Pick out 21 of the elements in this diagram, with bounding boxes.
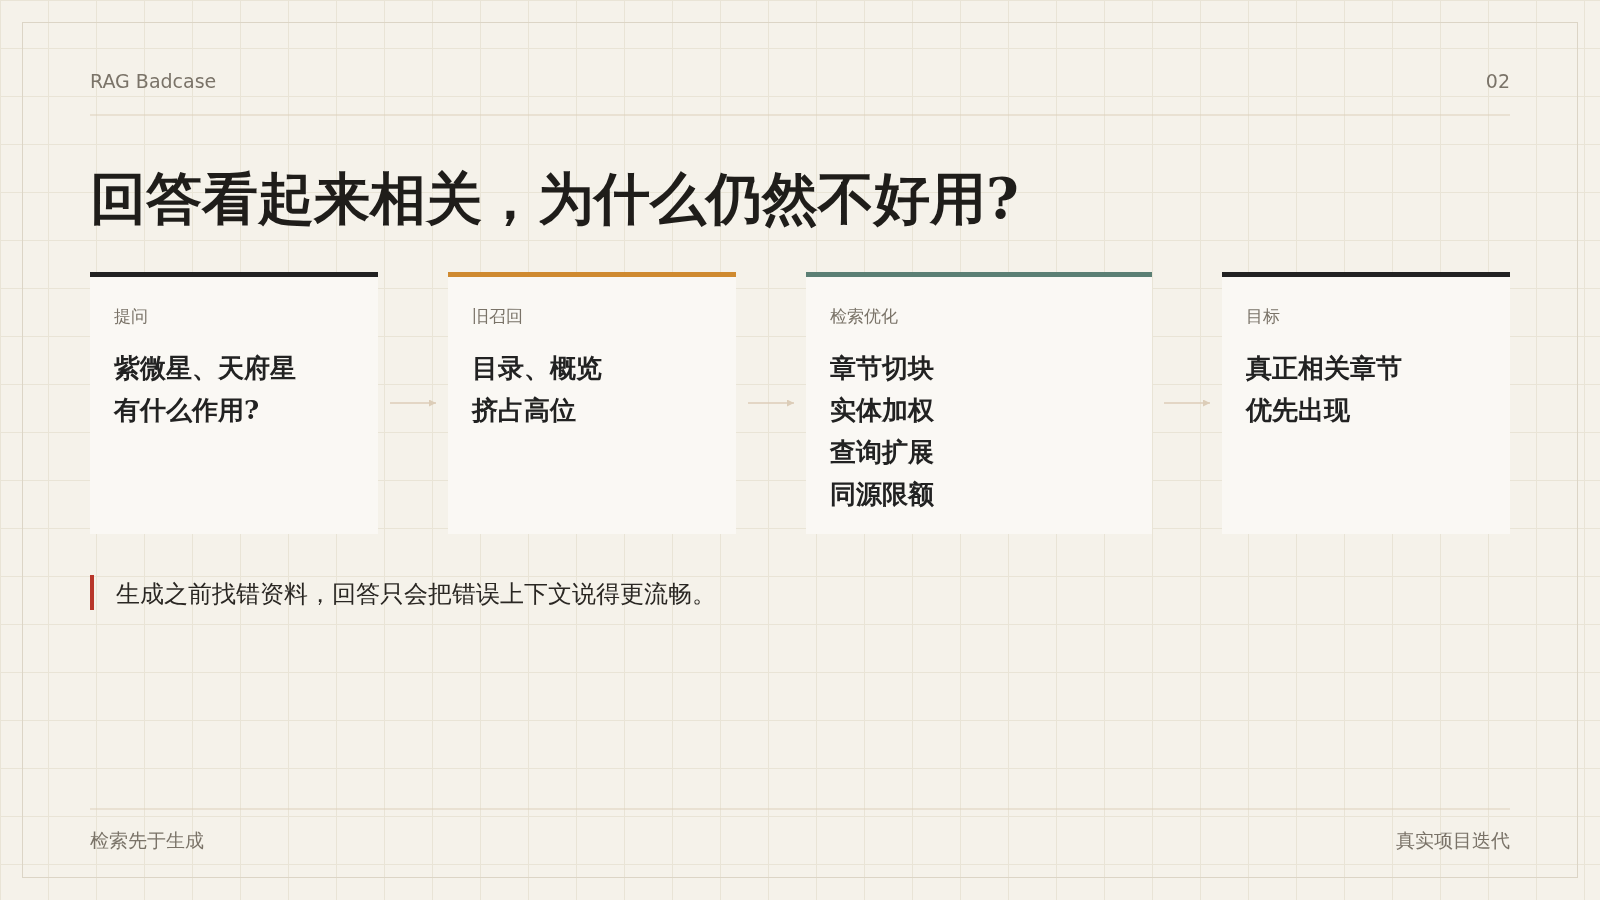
step-card — [1222, 272, 1510, 534]
step-label: 目标 — [1246, 305, 1280, 328]
arrow — [389, 399, 437, 407]
arrow — [747, 399, 795, 407]
step-card — [90, 272, 378, 534]
step-description: 紫微星、天府星有什么作用? — [114, 352, 297, 427]
slide-title: 回答看起来相关，为什么仍然不好用? — [90, 164, 1019, 233]
page-number: 02 — [1485, 70, 1510, 92]
step-label: 检索优化 — [830, 305, 898, 328]
step-description: 目录、概览挤占高位 — [472, 352, 603, 427]
quote-text: 生成之前找错资料，回答只会把错误上下文说得更流畅。 — [116, 579, 716, 610]
step-description: 真正相关章节优先出现 — [1246, 352, 1403, 427]
footer-text: 真实项目迭代 — [1396, 828, 1510, 853]
step-card — [448, 272, 736, 534]
step-label: 提问 — [114, 305, 148, 328]
step-label: 旧召回 — [472, 305, 523, 328]
step-description: 章节切块实体加权查询扩展同源限额 — [830, 352, 935, 511]
step-card — [806, 272, 1152, 534]
arrow — [1163, 399, 1211, 407]
footer-text: 检索先于生成 — [90, 828, 204, 853]
header-text: RAG Badcase — [90, 70, 217, 92]
